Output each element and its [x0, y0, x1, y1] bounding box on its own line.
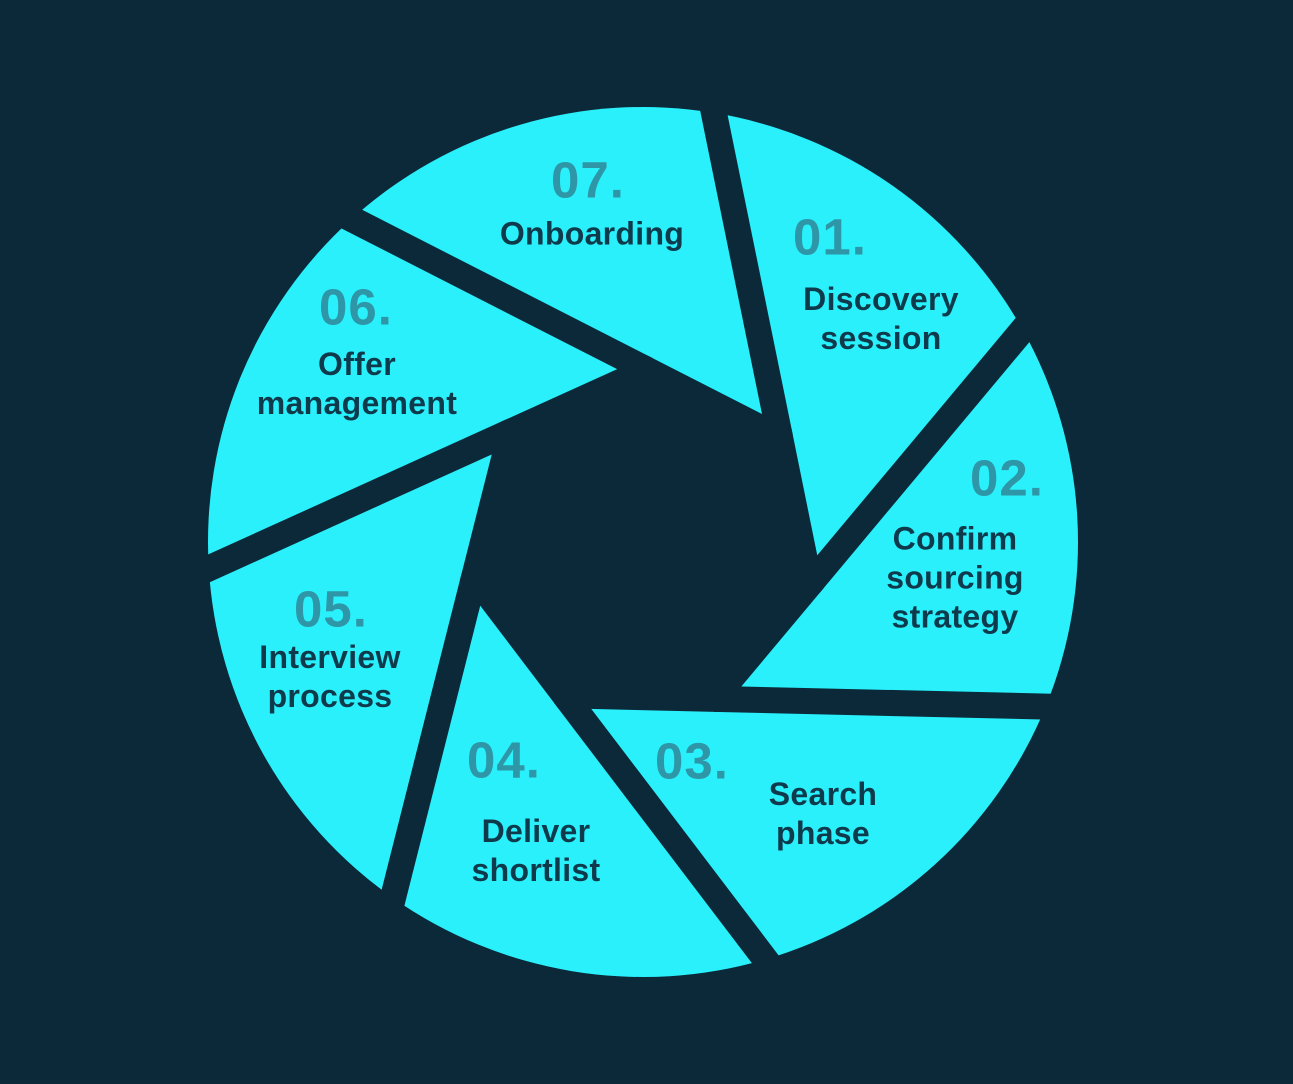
blade-step-06 — [207, 219, 648, 569]
blade-step-04 — [392, 576, 766, 977]
step-03-label: Search phase — [768, 776, 878, 851]
blade-step-07 — [351, 106, 781, 438]
step-07-number: 07. — [551, 151, 625, 209]
step-06-label: Offer management — [256, 346, 458, 421]
blade-gap-1 — [326, 197, 653, 382]
blade-gap-6 — [374, 573, 487, 923]
blade-step-03 — [564, 695, 1046, 960]
step-05-label: Interview process — [259, 639, 401, 714]
blade-gap-5 — [554, 687, 790, 985]
step-01-label: Discovery session — [803, 281, 959, 356]
blade-gap-7 — [183, 419, 517, 590]
blade-gap-2 — [696, 88, 793, 441]
step-04-number: 04. — [467, 731, 541, 789]
aperture-center-hole — [460, 355, 824, 712]
step-02-number: 02. — [970, 449, 1044, 507]
step-05-number: 05. — [294, 580, 368, 638]
step-06-number: 06. — [319, 278, 393, 336]
step-03-number: 03. — [655, 732, 729, 790]
blade-gap-3 — [799, 304, 1047, 593]
blade-gap-4 — [713, 685, 1068, 721]
step-02-label: Confirm sourcing strategy — [886, 520, 1024, 635]
step-01-number: 01. — [793, 208, 867, 266]
step-04-label: Deliver shortlist — [471, 813, 601, 888]
step-07-label: Onboarding — [499, 215, 685, 252]
blade-step-02 — [714, 329, 1078, 707]
